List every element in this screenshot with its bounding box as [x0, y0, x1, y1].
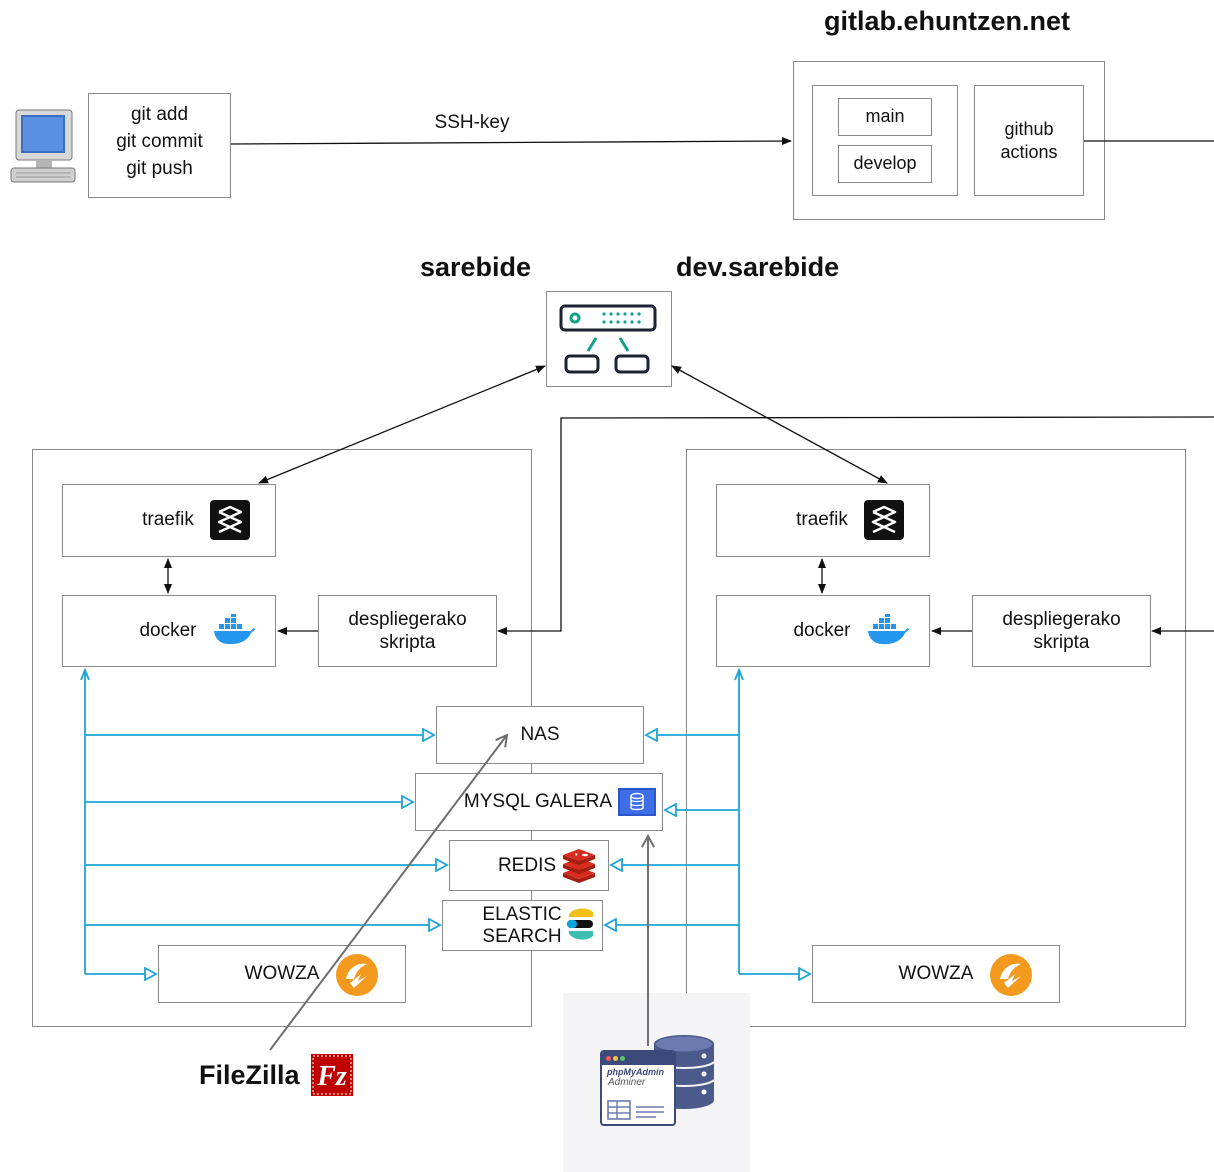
computer-icon [8, 108, 78, 189]
mysql-label: MYSQL GALERA [463, 791, 613, 812]
redis-label: REDIS [497, 855, 557, 876]
branch-develop [838, 145, 932, 183]
git-commands-box [88, 93, 231, 198]
filezilla-label: FileZilla [199, 1060, 300, 1090]
phpmyadmin-text: phpMyAdmin [607, 1067, 664, 1077]
right-traefik-label: traefik [796, 509, 848, 530]
branch-main [838, 98, 932, 136]
lb-right-arrow [671, 365, 888, 484]
right-deploy-box [972, 595, 1151, 667]
nas-label: NAS [520, 724, 560, 745]
right-deploy-line2: skripta [1033, 632, 1090, 653]
lb-left-arrow [258, 365, 546, 484]
branch-main-label: main [865, 106, 905, 126]
redis-icon [561, 849, 597, 888]
ssh-key-label: SSH-key [434, 112, 510, 133]
left-deploy-box [318, 595, 497, 667]
wowza-icon [334, 952, 380, 1003]
filezilla-icon: Fz [311, 1054, 353, 1101]
load-balancer-icon [558, 303, 658, 382]
right-deploy-line1: despliegerako [1002, 609, 1121, 630]
git-push-text: git push [126, 158, 193, 179]
gitlab-heading: gitlab.ehuntzen.net [824, 6, 1070, 36]
svg-text:Fz: Fz [316, 1061, 347, 1092]
left-blue-up-arrow [80, 667, 90, 681]
github-actions-line1: github [1004, 119, 1054, 139]
left-deploy-line1: despliegerako [348, 609, 467, 630]
dev-sarebide-heading: dev.sarebide [676, 252, 840, 282]
left-deploy-line2: skripta [379, 632, 436, 653]
adminer-text: Adminer [608, 1077, 646, 1088]
mysql-icon [618, 788, 656, 821]
elastic-line2: SEARCH [482, 926, 562, 947]
sarebide-heading: sarebide [420, 252, 532, 282]
table-grid-icon [607, 1100, 664, 1120]
phpmyadmin-window: phpMyAdmin Adminer [600, 1050, 676, 1126]
elastic-icon [565, 906, 595, 947]
git-add-text: git add [130, 104, 189, 125]
actions-left-deploy-arrow [497, 416, 1214, 635]
traefik-icon [210, 500, 250, 545]
branch-develop-label: develop [853, 153, 917, 173]
docker-icon [213, 612, 255, 651]
wowza-icon [988, 952, 1034, 1003]
nas-box [436, 706, 644, 764]
window-dot-icon [620, 1056, 625, 1061]
filezilla-to-nas-arrow [269, 735, 507, 1051]
right-docker-label: docker [793, 620, 851, 641]
window-dot-icon [613, 1056, 618, 1061]
left-wowza-label: WOWZA [244, 963, 320, 984]
ssh-arrow [230, 137, 792, 146]
traefik-icon [864, 500, 904, 545]
github-actions-box [974, 85, 1084, 196]
window-dot-icon [606, 1056, 611, 1061]
window-titlebar [602, 1052, 674, 1065]
docker-icon [867, 612, 909, 651]
right-blue-up-arrow [734, 667, 744, 681]
elastic-line1: ELASTIC [482, 904, 562, 925]
git-commit-text: git commit [116, 131, 203, 152]
right-wowza-label: WOWZA [898, 963, 974, 984]
github-actions-line2: actions [1000, 142, 1058, 162]
left-traefik-label: traefik [142, 509, 194, 530]
left-docker-label: docker [139, 620, 197, 641]
